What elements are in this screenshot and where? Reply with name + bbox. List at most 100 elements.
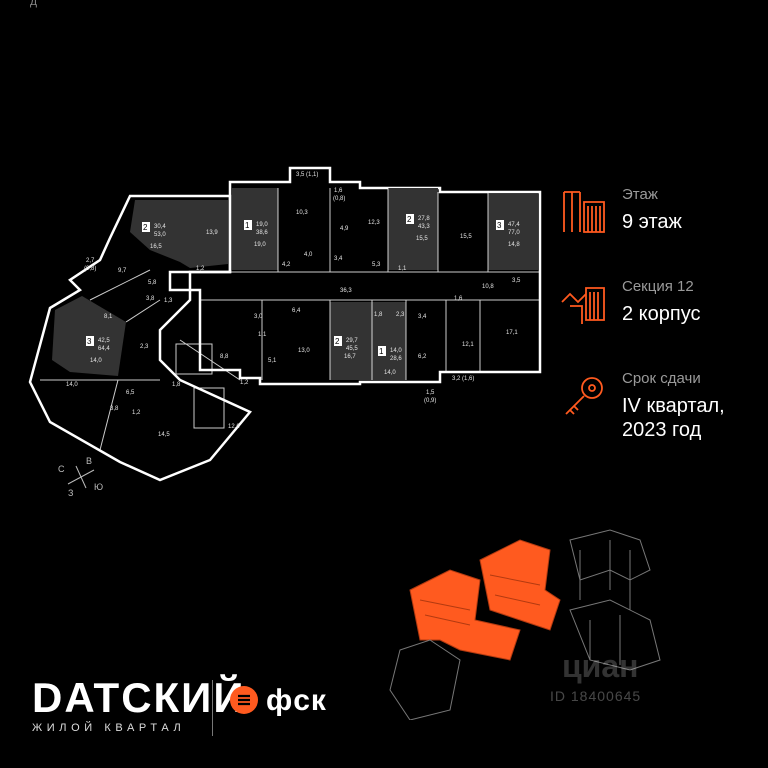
room-area: 9,7 [118,268,127,274]
deadline-value-line1: IV квартал, [622,395,725,417]
room-area: 2,3 [140,344,149,350]
info-panel: Этаж 9 этаж Секция 12 2 корпус Срок сдач… [560,186,760,462]
badge-apt-7 [378,346,386,356]
compass-east: В [86,456,93,466]
compass-arrows-icon [67,465,95,489]
apartment-1-fill [232,188,278,270]
room-area: 14,0 [66,382,78,388]
section-info: Секция 12 2 корпус [560,278,760,370]
room-area: 1,5 [426,390,435,396]
apartment-7-fill [372,302,406,380]
room-area: 4,0 [304,252,313,258]
apt-3-rooms: 2 [407,215,412,224]
apt-5-rooms: 3 [87,337,92,346]
apartment-3-fill [488,194,538,270]
badge-apt-2 [244,220,252,230]
room-area: 5,8 [148,280,157,286]
room-area: 19,0 [254,242,266,248]
section-value: 2 корпус [622,303,701,325]
top-fragment-text: д [30,0,38,8]
room-area: 14,0 [384,370,396,376]
floor-plan: 2 30,4 53,0 1 19,0 38,6 2 27,8 43,3 3 47… [28,166,542,482]
room-area: 3,4 [418,314,427,320]
room-area: 1,3 [164,298,173,304]
compass-north: С [58,464,65,474]
room-area: 3,2 (1,6) [452,376,474,382]
room-area: 1,1 [398,266,407,272]
room-area: 1,2 [132,410,141,416]
badge-apt-3 [406,214,414,224]
apt-7-living: 14,0 [390,348,402,354]
highlighted-building [409,539,561,661]
badge-apt-6 [334,336,342,346]
developer-name: фск [266,684,327,717]
watermark-brand: циан [562,648,639,684]
room-area: 1,2 [196,266,205,272]
room-area: 14,8 [508,242,520,248]
room-area: 36,3 [340,288,352,294]
room-area: 17,1 [506,330,518,336]
apt-6-total: 45,5 [346,346,358,352]
room-area: 4,9 [340,226,349,232]
apt-5-total: 64,4 [98,346,110,352]
interior-walls [40,188,540,451]
key-icon [565,377,603,415]
apt-4-total: 77,0 [508,230,520,236]
room-area: 12,1 [462,342,474,348]
apt-6-rooms: 2 [335,337,340,346]
room-area: 1,8 [172,382,181,388]
apt-6-living: 29,7 [346,338,358,344]
room-area: (0,8) [84,266,96,272]
room-area: 12,3 [368,220,380,226]
room-area: 4,2 [282,262,291,268]
room-area: 15,5 [460,234,472,240]
room-area: 6,4 [292,308,301,314]
apt-7-total: 28,6 [390,356,402,362]
deadline-info: Срок сдачи IV квартал, 2023 год [560,370,760,462]
room-area: (0,8) [333,196,345,202]
apt-4-living: 47,4 [508,222,520,228]
apt-5-living: 42,5 [98,338,110,344]
room-area: 5,3 [372,262,381,268]
room-area: 3,5 (1,1) [296,172,318,178]
building-outline-east [168,166,542,386]
apt-7-rooms: 1 [379,347,384,356]
compass-west: З [68,488,74,498]
floor-info: Этаж 9 этаж [560,186,760,278]
room-area: 1,8 [374,312,383,318]
room-area: 16,7 [344,354,356,360]
badge-apt-4 [496,220,504,230]
section-label: Секция 12 [622,278,694,295]
fsk-logo-icon [230,686,258,714]
section-icon [561,287,605,324]
apt-1-total: 53,0 [154,232,166,238]
room-area: 3,8 [110,406,119,412]
room-area: 10,8 [482,284,494,290]
room-area: 13,0 [298,348,310,354]
compass: С В Ю З [54,456,110,498]
room-area: 2,7 [86,258,95,264]
room-area: 8,8 [220,354,229,360]
apartment-fills [52,188,538,380]
watermark-id: ID 18400645 [550,688,642,704]
brand-block: DATСКИЙ ЖИЛОЙ КВАРТАЛ [32,676,246,735]
apt-2-total: 38,6 [256,230,268,236]
badge-apt-1 [142,222,150,232]
apt-3-total: 43,3 [418,224,430,230]
room-area: 13,9 [206,230,218,236]
room-area: 5,1 [268,358,277,364]
apartment-4-fill [130,200,228,268]
room-area: 1,6 [334,188,343,194]
room-area: 2,3 [396,312,405,318]
room-area: 3,4 [334,256,343,262]
apt-4-rooms: 3 [497,221,502,230]
room-area: 16,5 [150,244,162,250]
room-area: 1,2 [240,380,249,386]
deadline-label: Срок сдачи [622,370,701,387]
other-buildings [389,529,661,720]
room-area: 12,6 [228,424,240,430]
compass-south: Ю [94,482,104,492]
brand-subtitle: ЖИЛОЙ КВАРТАЛ [32,722,186,734]
room-area: 1,1 [258,332,267,338]
floor-label: Этаж [622,186,658,203]
